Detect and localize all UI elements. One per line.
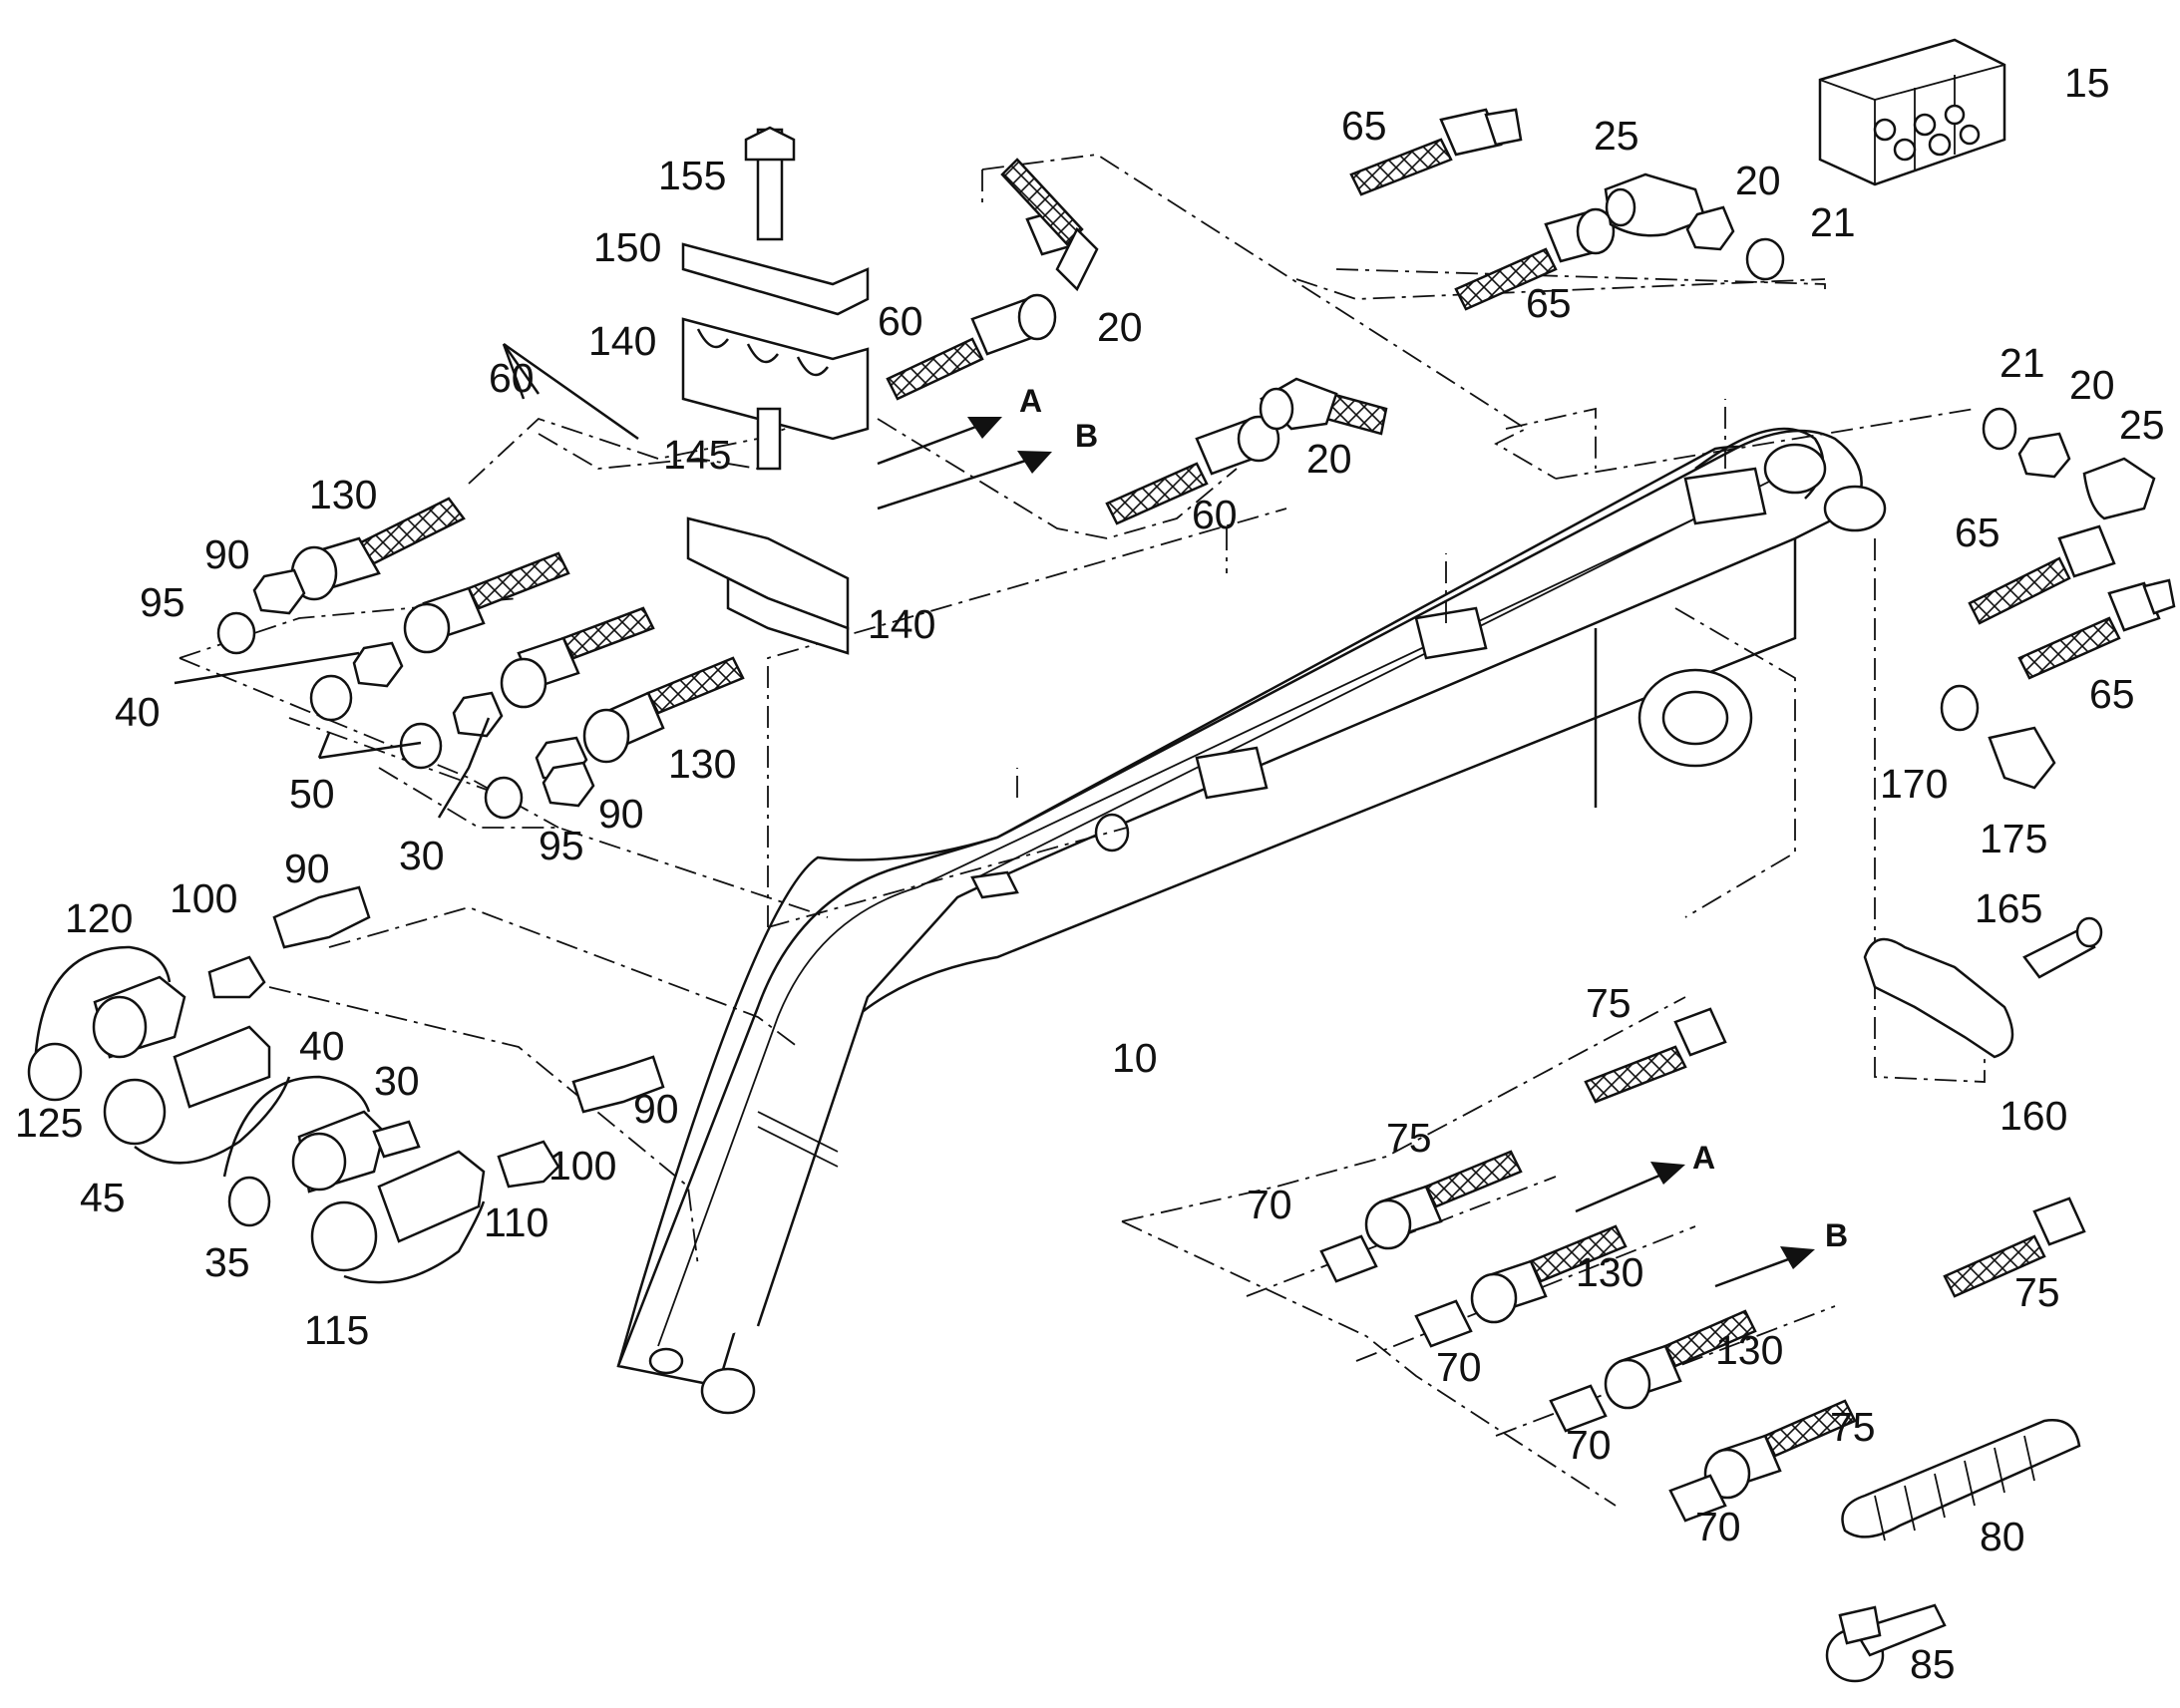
callout-21: 21 [1999, 340, 2045, 386]
callout-100: 100 [548, 1143, 616, 1189]
callout-45: 45 [80, 1175, 126, 1220]
flow-arrows [877, 417, 1815, 1288]
callout-20: 20 [2069, 362, 2115, 408]
callout-85: 85 [1910, 1641, 1956, 1687]
callout-130: 130 [309, 472, 377, 517]
callout-95: 95 [140, 579, 185, 625]
callout-130: 130 [668, 741, 736, 787]
callout-100: 100 [170, 875, 237, 921]
callout-140: 140 [868, 601, 935, 647]
callout-90: 90 [598, 791, 644, 837]
callout-20: 20 [1306, 436, 1352, 482]
callout-155: 155 [658, 153, 726, 198]
callout-65: 65 [1526, 280, 1572, 326]
callout-140: 140 [588, 318, 656, 364]
callout-90: 90 [633, 1086, 679, 1132]
flow-marker-a: A [1019, 383, 1042, 419]
callout-80: 80 [1980, 1514, 2025, 1559]
callout-70: 70 [1247, 1182, 1292, 1227]
callout-65: 65 [1341, 103, 1387, 149]
callout-120: 120 [65, 895, 133, 941]
callout-130: 130 [1715, 1327, 1783, 1373]
callout-60: 60 [1192, 492, 1238, 537]
callout-90: 90 [284, 846, 330, 891]
callout-65: 65 [2089, 671, 2135, 717]
callout-21: 21 [1810, 199, 1856, 245]
leader-lines [174, 342, 639, 819]
callout-75: 75 [2014, 1269, 2060, 1315]
callout-25: 25 [1594, 113, 1639, 159]
clamp-assembly [681, 126, 870, 655]
callout-15: 15 [2064, 60, 2110, 106]
flow-marker-b: B [1075, 418, 1098, 454]
callout-125: 125 [15, 1100, 83, 1146]
flow-marker-b: B [1825, 1217, 1848, 1253]
callout-40: 40 [115, 689, 161, 735]
callout-25: 25 [2119, 402, 2165, 448]
callout-75: 75 [1386, 1115, 1432, 1161]
callout-130: 130 [1576, 1249, 1643, 1295]
callout-30: 30 [374, 1058, 420, 1104]
callout-160: 160 [1999, 1093, 2067, 1139]
callout-115: 115 [304, 1307, 369, 1353]
callout-75: 75 [1830, 1404, 1876, 1450]
callout-175: 175 [1980, 816, 2047, 861]
callout-110: 110 [484, 1199, 548, 1245]
callout-50: 50 [289, 771, 335, 817]
callout-95: 95 [539, 823, 584, 868]
callout-20: 20 [1735, 158, 1781, 203]
callout-150: 150 [593, 224, 661, 270]
callout-165: 165 [1975, 885, 2042, 931]
callout-10: 10 [1112, 1035, 1158, 1081]
quick-couplings [27, 885, 665, 1284]
callout-170: 170 [1880, 761, 1948, 807]
callout-65: 65 [1955, 510, 2000, 555]
callout-60: 60 [489, 355, 535, 401]
callout-20: 20 [1097, 304, 1143, 350]
callout-70: 70 [1695, 1504, 1741, 1549]
callout-60: 60 [878, 298, 923, 344]
callout-40: 40 [299, 1023, 345, 1069]
callout-145: 145 [663, 432, 731, 478]
boom-arm [616, 427, 1887, 1415]
callout-35: 35 [204, 1239, 250, 1285]
callout-70: 70 [1566, 1422, 1612, 1468]
callout-90: 90 [204, 531, 250, 577]
callout-labels: 155 150 140 145 140 60 20 60 60 20 130 9… [15, 60, 2165, 1687]
callout-75: 75 [1586, 980, 1632, 1026]
hoses [216, 38, 2176, 1059]
callout-30: 30 [399, 833, 445, 878]
flow-marker-a: A [1692, 1140, 1715, 1176]
callout-70: 70 [1436, 1344, 1482, 1390]
lower-hose-set [1319, 1007, 2086, 1683]
